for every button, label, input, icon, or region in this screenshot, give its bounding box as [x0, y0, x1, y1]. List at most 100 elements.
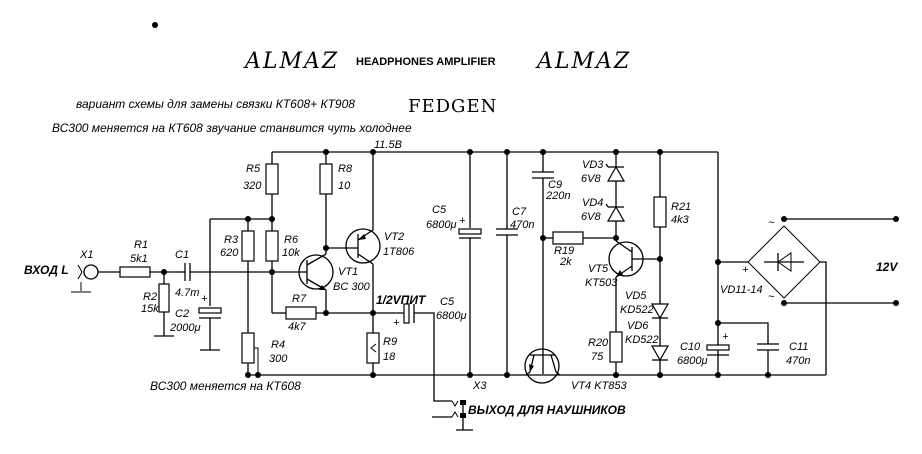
vt1-ref: VT1: [338, 266, 358, 278]
r3-ref: R3: [224, 234, 239, 246]
diode-vd5: [650, 303, 670, 320]
title-logo-right: ALMAZ: [535, 49, 631, 74]
vd4-value: 6V8: [581, 211, 601, 223]
transistor-vt4: [524, 348, 560, 384]
x3-label: X3: [472, 380, 487, 392]
r20-ref: R20: [588, 337, 609, 349]
r4-value: 300: [269, 353, 288, 365]
bridge-ref: VD11-14: [720, 284, 763, 296]
vd3-value: 6V8: [581, 173, 601, 185]
note-line1: вариант схемы для замены связки КТ608+ К…: [76, 97, 355, 111]
c9-value: 220n: [545, 190, 570, 202]
title-subtitle: HEADPHONES AMPLIFIER: [356, 56, 496, 68]
note-bottom: ВС300 меняется на КТ608: [150, 379, 301, 393]
r9-value: 18: [383, 351, 396, 363]
r1-value: 5k1: [130, 253, 148, 265]
r7-value: 4k7: [288, 321, 307, 333]
c7-value: 470n: [510, 219, 534, 231]
output-label: ВЫХОД ДЛЯ НАУШНИКОВ: [468, 403, 626, 417]
author-logo: FEDGEN: [408, 96, 497, 117]
resistor-r8: [319, 163, 333, 195]
resistor-r6: [265, 230, 279, 262]
resistor-r7: [285, 306, 317, 320]
vd3-ref: VD3: [582, 159, 604, 171]
r5-ref: R5: [246, 163, 261, 175]
c10-plus: +: [722, 331, 729, 343]
resistor-r21: [653, 196, 667, 228]
c10-value: 6800μ: [677, 355, 708, 367]
power-input-label: 12V: [876, 260, 898, 274]
c5-plus: +: [459, 215, 466, 227]
r1-ref: R1: [134, 239, 148, 251]
c2-plus: +: [201, 293, 208, 305]
input-jack-x1[interactable]: [71, 264, 99, 293]
c2-value: 2000μ: [169, 322, 201, 334]
r3-value: 620: [220, 247, 239, 259]
x1-label: X1: [79, 249, 93, 261]
r2-value: 15k: [141, 303, 159, 315]
half-supply-label: 1/2VПИТ: [376, 293, 427, 307]
c10-ref: C10: [680, 341, 701, 353]
stray-dot: [152, 22, 158, 28]
r4-ref: R4: [271, 339, 285, 351]
resistor-r19: [552, 231, 584, 245]
r19-ref: R19: [554, 245, 574, 257]
zener-vd4: [605, 203, 626, 222]
vt5-value: KT503: [585, 277, 618, 289]
r19-value: 2k: [559, 256, 572, 268]
r20-value: 75: [591, 351, 604, 363]
r6-value: 10k: [282, 247, 300, 259]
resistor-r3: [241, 230, 255, 262]
c1-value: 4.7m: [175, 287, 199, 299]
vd6-ref: VD6: [627, 320, 649, 332]
transistor-vt2: [345, 228, 381, 265]
resistor-r9: [366, 332, 380, 364]
c5-value: 6800μ: [426, 219, 457, 231]
r2-ref: R2: [143, 291, 157, 303]
c11-value: 470n: [786, 355, 810, 367]
capacitor-c5: [458, 228, 482, 235]
power-terminal-1[interactable]: [893, 216, 899, 222]
vd4-ref: VD4: [582, 197, 603, 209]
vd5-ref: VD5: [625, 290, 647, 302]
vt2-value: 1T806: [383, 246, 415, 258]
r8-ref: R8: [338, 163, 353, 175]
diode-vd6: [650, 345, 670, 362]
c5out-value: 6800μ: [436, 310, 467, 322]
r6-ref: R6: [284, 234, 299, 246]
note-line2: ВС300 меняется на КТ608 звучание станвит…: [52, 121, 412, 135]
transistor-vt1: [298, 253, 334, 291]
output-jack-x3[interactable]: [432, 400, 473, 431]
r8-value: 10: [338, 180, 351, 192]
vt4-label: VT4 KT853: [571, 380, 628, 392]
c1-ref: C1: [175, 249, 189, 261]
c5out-ref: C5: [440, 296, 455, 308]
resistor-r1: [119, 266, 151, 278]
diode-bridge-vd11-14: [747, 225, 821, 299]
bridge-ac2: ~: [768, 291, 775, 303]
r21-value: 4k3: [671, 214, 690, 226]
title-logo-left: ALMAZ: [243, 49, 339, 74]
c7-ref: C7: [512, 206, 527, 218]
capacitor-c2: [198, 307, 222, 314]
vt1-value: BC 300: [333, 281, 371, 293]
bridge-plus: +: [742, 264, 749, 276]
c5-ref: C5: [432, 204, 447, 216]
transistor-vt5: [608, 240, 660, 278]
capacitor-c10: [706, 344, 730, 351]
input-label: ВХОД L: [24, 263, 69, 277]
bridge-ac1: ~: [768, 217, 775, 229]
c9-ref: C9: [548, 179, 562, 191]
resistor-r2: [158, 283, 170, 313]
power-terminal-2[interactable]: [893, 300, 899, 306]
c5out-plus: +: [393, 317, 400, 329]
resistor-r5: [265, 163, 279, 195]
r9-ref: R9: [383, 336, 397, 348]
resistor-r20: [609, 331, 623, 363]
r21-ref: R21: [671, 201, 691, 213]
r7-ref: R7: [292, 293, 307, 305]
vd6-value: KD522: [625, 334, 659, 346]
zener-vd3: [605, 163, 626, 182]
supply-voltage-label: 11.5В: [374, 139, 402, 151]
